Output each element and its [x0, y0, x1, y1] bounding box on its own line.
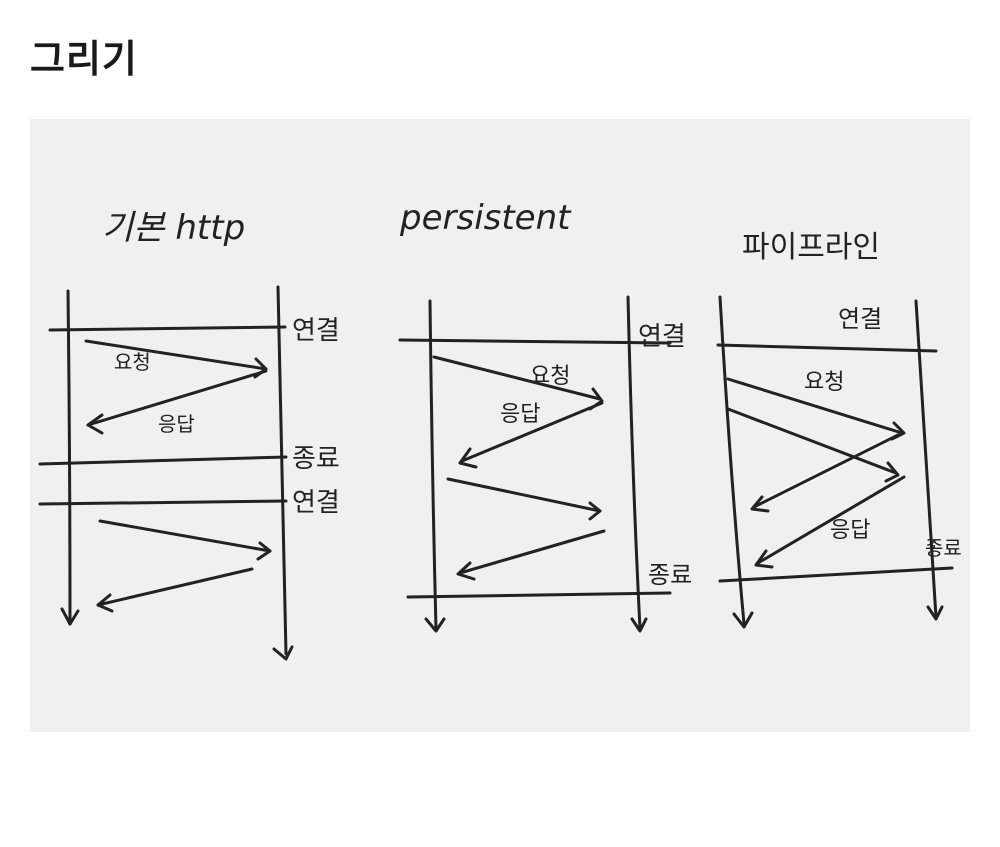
- server-timeline-arrowhead: [272, 645, 294, 661]
- diagram-basic-http: [38, 285, 294, 661]
- response-arrowhead-2: [96, 593, 114, 613]
- client-timeline: [718, 295, 746, 626]
- label-connect-2: 연결: [292, 488, 340, 518]
- label-request: 요청: [530, 364, 570, 389]
- connect-line: [716, 343, 938, 353]
- sketch-drawing: 기본 http 연결 요청 응답 종료 연결 persistent 연결 요청 …: [38, 198, 962, 661]
- response-arrowhead-1: [86, 413, 104, 435]
- response-arrow-2: [96, 567, 254, 607]
- response-arrowhead-1: [750, 495, 770, 513]
- diagram-persistent: [398, 295, 672, 633]
- request-arrow-1: [84, 339, 268, 371]
- column-title-basic-http: 기본 http: [102, 208, 245, 248]
- server-timeline: [914, 299, 938, 619]
- client-timeline: [428, 299, 438, 631]
- label-request: 요청: [114, 350, 151, 374]
- server-timeline: [276, 285, 288, 656]
- page-title: 그리기: [30, 37, 138, 81]
- request-arrowhead-2: [884, 461, 900, 483]
- label-response: 응답: [500, 402, 540, 427]
- label-response: 응답: [158, 412, 195, 436]
- label-connect: 연결: [838, 305, 882, 333]
- column-title-persistent: persistent: [399, 198, 572, 238]
- column-title-pipeline: 파이프라인: [742, 230, 880, 265]
- close-line: [406, 591, 672, 599]
- request-arrow-2: [726, 407, 898, 475]
- client-timeline-arrowhead: [60, 607, 80, 626]
- response-arrow-1: [86, 369, 268, 427]
- response-arrowhead-2: [754, 549, 774, 569]
- request-arrowhead-2: [256, 541, 272, 561]
- server-timeline-arrowhead: [630, 617, 648, 633]
- label-close: 종료: [925, 536, 962, 560]
- label-connect: 연결: [638, 322, 686, 352]
- response-arrow-2: [458, 529, 606, 575]
- response-arrowhead-1: [458, 447, 478, 469]
- request-arrow-1: [726, 377, 904, 435]
- label-close: 종료: [292, 444, 340, 474]
- connect-line-1: [48, 325, 287, 332]
- response-arrow-1: [752, 433, 900, 509]
- label-response: 응답: [830, 518, 870, 543]
- close-line: [38, 455, 288, 466]
- request-arrow-1: [432, 355, 602, 401]
- request-arrow-2: [98, 519, 272, 553]
- label-close: 종료: [648, 561, 692, 589]
- connect-line-2: [38, 499, 288, 506]
- label-connect-1: 연결: [292, 316, 340, 346]
- response-arrow-1: [460, 401, 604, 463]
- client-timeline: [66, 289, 72, 626]
- label-request: 요청: [804, 370, 844, 395]
- hand-drawn-sketch: 기본 http 연결 요청 응답 종료 연결 persistent 연결 요청 …: [30, 119, 970, 732]
- client-timeline-arrowhead: [424, 617, 446, 633]
- diagram-pipeline: [716, 295, 954, 629]
- client-timeline-arrowhead: [732, 611, 754, 629]
- server-timeline-arrowhead: [926, 605, 944, 621]
- response-arrow-2: [756, 475, 906, 565]
- request-arrowhead-2: [588, 501, 602, 521]
- close-line: [718, 566, 954, 583]
- response-arrowhead-2: [456, 561, 476, 581]
- request-arrow-2: [446, 477, 602, 513]
- connect-line: [398, 338, 672, 345]
